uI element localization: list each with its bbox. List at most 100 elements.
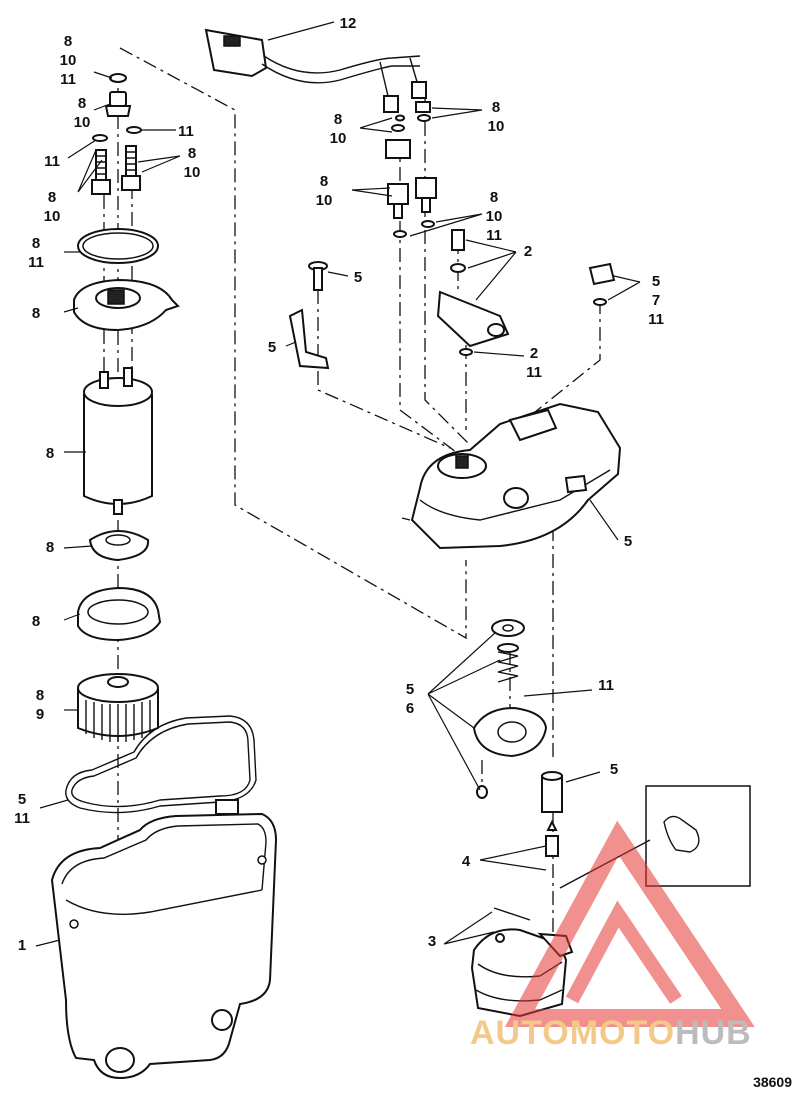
- callout-number: 10: [74, 114, 91, 131]
- callout-label: 5: [354, 269, 362, 286]
- cap-plug: [588, 262, 616, 306]
- callout-number: 8: [36, 687, 44, 704]
- reservoir-gasket: [65, 715, 257, 814]
- callout-number: 8: [490, 189, 498, 206]
- callout-label: 8: [32, 305, 40, 322]
- callout-number: 5: [354, 269, 362, 286]
- callout-number: 5: [652, 273, 660, 290]
- callout-number: 5: [406, 681, 414, 698]
- fuel-reservoir: [50, 799, 278, 1080]
- callout-label: 12: [340, 15, 357, 32]
- callout-number: 6: [406, 700, 414, 717]
- electric-fuel-pump: [83, 367, 153, 515]
- watermark-part-1: AUTOMOTO: [470, 1014, 676, 1052]
- valve-diaphragm: [491, 619, 525, 637]
- callout-number: 4: [462, 853, 471, 870]
- watermark-part-2: HUB: [675, 1014, 752, 1052]
- callout-number: 10: [488, 118, 505, 135]
- callout-label: 5 7 11: [648, 273, 664, 328]
- callout-number: 8: [492, 99, 500, 116]
- callout-number: 5: [18, 791, 26, 808]
- callout-number: 2: [530, 345, 538, 362]
- figure-number: 38609: [753, 1074, 792, 1090]
- callout-number: 12: [340, 15, 357, 32]
- callout-label: 1: [18, 937, 26, 954]
- callout-number: 11: [44, 153, 60, 170]
- callout-number: 7: [652, 292, 660, 309]
- callout-label: 4: [462, 853, 471, 870]
- valve-cover-plate: [472, 706, 548, 799]
- fitting-right: [121, 145, 141, 191]
- callout-number: 8: [32, 613, 40, 630]
- clip-5: [288, 308, 330, 370]
- sensor-bracket-left: [383, 95, 411, 159]
- callout-number: 11: [178, 123, 194, 140]
- callout-label: 8 10 11: [60, 33, 77, 88]
- callout-number: 2: [524, 243, 532, 260]
- callout-number: 8: [188, 145, 196, 162]
- valve-spring: [497, 643, 519, 683]
- callout-number: 11: [28, 254, 44, 271]
- fitting-top: [104, 73, 132, 117]
- callout-number: 10: [44, 208, 61, 225]
- screw-5: [308, 261, 328, 291]
- callout-number: 8: [32, 235, 40, 252]
- pump-bracket-plate: [73, 278, 180, 332]
- leader-lines: [35, 21, 641, 947]
- callout-number: 11: [14, 810, 30, 827]
- callout-number: 8: [64, 33, 72, 50]
- wiring-harness-connector: [204, 28, 421, 97]
- o-ring-large: [77, 228, 159, 264]
- watermark-text: AUTOMOTOHUB: [470, 1014, 752, 1053]
- callout-number: 10: [486, 208, 503, 225]
- watermark-logo: [504, 820, 755, 1027]
- callout-number: 11: [60, 71, 76, 88]
- sensor-fittings: [387, 177, 437, 238]
- callout-number: 8: [334, 111, 342, 128]
- pump-spacer: [88, 530, 150, 562]
- callout-number: 11: [486, 227, 502, 244]
- callout-number: 10: [316, 192, 333, 209]
- callout-label: 5: [268, 339, 276, 356]
- callout-number: 10: [60, 52, 77, 69]
- callout-label: 11: [44, 153, 60, 170]
- pump-mount-ring: [77, 586, 162, 642]
- callout-number: 11: [598, 677, 614, 694]
- callout-label: 8 10 11: [486, 189, 503, 244]
- callout-number: 8: [48, 189, 56, 206]
- callout-number: 8: [46, 539, 54, 556]
- o-ring-small: [92, 126, 142, 142]
- callout-number: 9: [36, 706, 44, 723]
- needle-seat: [541, 771, 563, 813]
- detail-inset: [559, 785, 751, 889]
- callout-label: 11: [178, 123, 194, 140]
- callout-number: 8: [32, 305, 40, 322]
- callout-label: 8: [46, 539, 54, 556]
- callout-number: 10: [330, 130, 347, 147]
- callout-number: 11: [648, 311, 664, 328]
- callout-number: 5: [268, 339, 276, 356]
- callout-number: 8: [78, 95, 86, 112]
- vapor-separator-cover: [401, 402, 622, 550]
- callout-label: 5: [610, 761, 618, 778]
- callout-label: 2: [524, 243, 532, 260]
- sensor-bracket-right: [411, 81, 431, 122]
- inlet-needle: [545, 819, 559, 857]
- callout-label: 8: [46, 445, 54, 462]
- callout-number: 10: [184, 164, 201, 181]
- callout-label: 3: [428, 933, 436, 950]
- callout-number: 8: [46, 445, 54, 462]
- callout-label: 8: [32, 613, 40, 630]
- callout-number: 5: [610, 761, 618, 778]
